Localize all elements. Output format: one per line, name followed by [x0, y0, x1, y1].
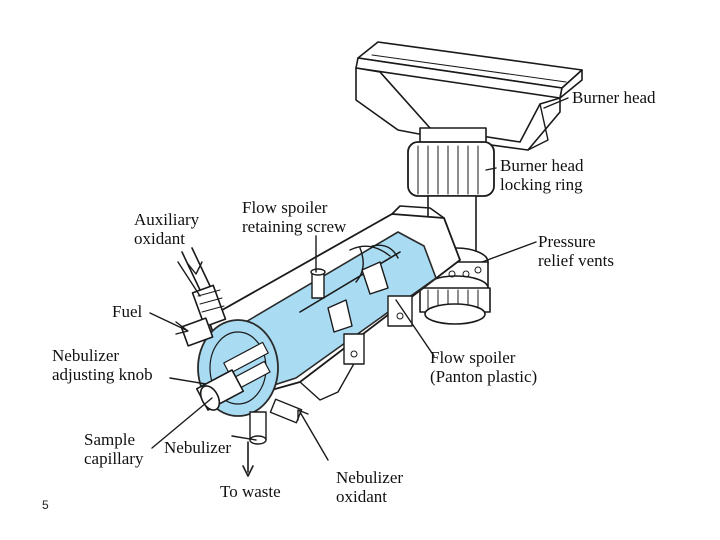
label-flow-spoiler-retaining-screw: Flow spoiler retaining screw: [242, 198, 347, 236]
label-to-waste: To waste: [220, 482, 281, 501]
label-flow-spoiler-panton: Flow spoiler (Panton plastic): [430, 348, 538, 386]
label-auxiliary-oxidant: Auxiliary oxidant: [134, 210, 200, 248]
burner-head-part: [355, 41, 583, 151]
label-fuel: Fuel: [112, 302, 143, 321]
fuel-fitting: [180, 317, 214, 347]
label-pressure-relief-vents: Pressure relief vents: [538, 232, 614, 270]
flow-spoiler-part: [299, 244, 401, 333]
label-nebulizer: Nebulizer: [164, 438, 232, 457]
slide-number: 5: [42, 498, 49, 512]
lower-fittings: [242, 398, 303, 477]
retaining-screw-part: [310, 268, 326, 299]
label-nebulizer-oxidant: Nebulizer oxidant: [336, 468, 404, 506]
label-sample-capillary: Sample capillary: [84, 430, 144, 468]
auxiliary-oxidant-fitting: [181, 247, 227, 328]
label-burner-head-locking-ring: Burner head locking ring: [500, 156, 584, 194]
label-burner-head: Burner head: [572, 88, 656, 107]
leader-lines: [149, 97, 569, 461]
label-nebulizer-adjusting-knob: Nebulizer adjusting knob: [52, 346, 153, 384]
pressure-relief-vent-ring: [419, 247, 491, 325]
